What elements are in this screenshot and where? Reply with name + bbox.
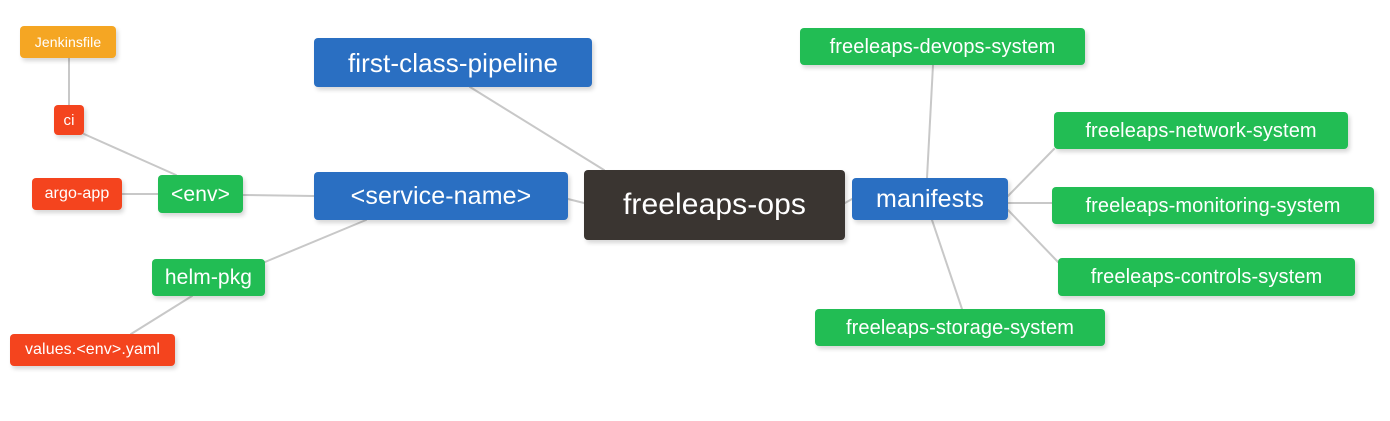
node-label: freeleaps-monitoring-system [1085, 194, 1341, 217]
node-label: first-class-pipeline [347, 47, 559, 78]
node-env[interactable]: <env> [158, 175, 243, 213]
edge-manifests-to-freeleaps-devops-system [926, 64, 934, 179]
node-freeleaps-ops[interactable]: freeleaps-ops [584, 170, 845, 240]
node-service-name[interactable]: <service-name> [314, 172, 568, 220]
edge-manifests-to-freeleaps-network-system [1007, 148, 1055, 197]
node-argo-app[interactable]: argo-app [32, 178, 122, 210]
node-label: freeleaps-network-system [1085, 119, 1317, 142]
node-label: values.<env>.yaml [24, 341, 161, 358]
edge-manifests-to-freeleaps-controls-system [1007, 209, 1059, 263]
node-label: Jenkinsfile [34, 34, 102, 50]
node-manifests[interactable]: manifests [852, 178, 1008, 220]
node-values-env-yaml[interactable]: values.<env>.yaml [10, 334, 175, 366]
node-freeleaps-storage-system[interactable]: freeleaps-storage-system [815, 309, 1105, 346]
edge-freeleaps-ops-to-manifests [844, 198, 853, 204]
node-jenkinsfile[interactable]: Jenkinsfile [20, 26, 116, 58]
node-label: freeleaps-ops [622, 188, 807, 221]
node-label: freeleaps-storage-system [845, 316, 1075, 339]
edge-manifests-to-freeleaps-storage-system [931, 219, 963, 310]
edge-values-env-yaml-to-helm-pkg [130, 295, 193, 335]
edge-helm-pkg-to-service-name [264, 219, 367, 263]
node-label: freeleaps-devops-system [829, 35, 1056, 58]
node-freeleaps-monitoring-system[interactable]: freeleaps-monitoring-system [1052, 187, 1374, 224]
node-label: <service-name> [350, 181, 532, 210]
node-freeleaps-network-system[interactable]: freeleaps-network-system [1054, 112, 1348, 149]
node-label: <env> [171, 182, 230, 206]
node-freeleaps-controls-system[interactable]: freeleaps-controls-system [1058, 258, 1355, 296]
node-label: argo-app [44, 185, 110, 202]
node-ci[interactable]: ci [54, 105, 84, 135]
node-label: freeleaps-controls-system [1090, 266, 1323, 288]
node-helm-pkg[interactable]: helm-pkg [152, 259, 265, 296]
node-label: manifests [876, 184, 984, 213]
node-freeleaps-devops-system[interactable]: freeleaps-devops-system [800, 28, 1085, 65]
node-first-class-pipeline[interactable]: first-class-pipeline [314, 38, 592, 87]
edge-ci-to-env [83, 133, 177, 176]
edge-first-class-pipeline-to-freeleaps-ops [469, 86, 605, 171]
node-label: ci [63, 111, 75, 129]
edge-service-name-to-freeleaps-ops [567, 198, 585, 204]
edge-env-to-service-name [242, 194, 315, 197]
node-label: helm-pkg [164, 266, 253, 289]
